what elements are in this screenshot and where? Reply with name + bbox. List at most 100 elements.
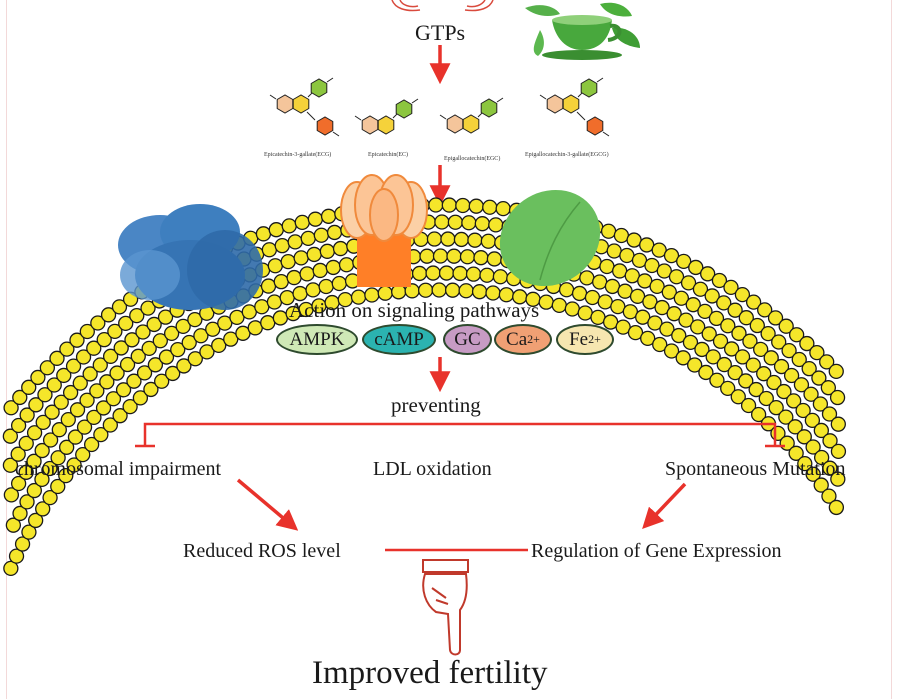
lipid-head	[10, 446, 26, 462]
lipid-head	[113, 340, 129, 356]
lipid-head	[441, 197, 457, 213]
lipid-head	[26, 453, 42, 469]
ring	[361, 115, 379, 135]
lipid-head	[286, 269, 302, 286]
lipid-head	[28, 397, 44, 413]
lipid-head	[326, 224, 343, 241]
lipid-head	[187, 351, 203, 367]
lipid-head	[65, 358, 82, 374]
lipid-head	[21, 524, 37, 540]
lipid-head	[678, 312, 694, 328]
lipid-head	[10, 475, 27, 492]
lipid-head	[300, 230, 316, 247]
lipid-head	[821, 488, 837, 504]
lipid-head	[590, 309, 606, 325]
orange-channel	[340, 174, 428, 287]
lipid-head	[663, 247, 680, 264]
chromosomal-impairment-label: chromosomal impairment	[15, 458, 222, 480]
signaling-title: Action on signaling pathways	[289, 298, 540, 322]
lipid-head	[12, 505, 28, 522]
lipid-head	[690, 319, 706, 335]
lipid-head	[60, 411, 76, 428]
lipid-head	[18, 435, 34, 452]
lipid-head	[749, 317, 765, 334]
lipid-head	[730, 389, 746, 405]
lipid-head	[805, 466, 821, 482]
bond	[269, 94, 277, 100]
lipid-head	[21, 379, 37, 395]
lipid-head	[788, 327, 805, 343]
lipid-head	[805, 439, 821, 455]
ring	[292, 94, 310, 114]
lipid-head	[495, 200, 511, 217]
lipid-head	[440, 231, 456, 247]
bond	[392, 113, 398, 119]
tea-cup-icon	[525, 2, 640, 60]
lipid-head	[434, 214, 450, 230]
lipid-head	[738, 373, 754, 389]
lipid-head	[12, 389, 28, 406]
lipid-head	[274, 238, 290, 254]
lipid-head	[217, 315, 233, 331]
lipid-head	[793, 377, 810, 393]
ring	[276, 94, 294, 114]
lipid-head	[306, 246, 322, 263]
lipid-head	[642, 294, 658, 310]
lipid-head	[688, 259, 704, 276]
lipid-head	[723, 279, 739, 296]
lipid-head	[479, 267, 495, 283]
lipid-head	[612, 263, 628, 279]
lipid-head	[767, 310, 784, 326]
lipid-head	[480, 233, 497, 249]
lipid-head	[486, 251, 503, 267]
lipid-head	[584, 289, 601, 306]
lipid-head	[62, 384, 79, 401]
gene-expression-label: Regulation of Gene Expression	[531, 540, 782, 562]
lipid-head	[708, 310, 725, 327]
lipid-head	[692, 281, 709, 297]
lipid-head	[812, 396, 829, 412]
lipid-head	[745, 294, 762, 310]
lipid-head	[619, 247, 635, 264]
lipid-head	[211, 337, 227, 353]
lipid-head	[577, 305, 593, 321]
lipid-head	[685, 297, 701, 313]
lipid-head	[666, 306, 682, 322]
lipid-head	[79, 392, 95, 408]
bond	[496, 97, 504, 103]
lipid-head	[147, 357, 164, 373]
lipid-head	[158, 349, 175, 365]
lipid-head	[720, 318, 736, 334]
lipid-head	[268, 222, 284, 238]
lipid-head	[56, 367, 72, 384]
lipid-head	[312, 262, 328, 279]
lipid-head	[801, 361, 817, 377]
lipid-head	[756, 366, 772, 382]
lipid-head	[154, 373, 170, 389]
lipid-head	[72, 375, 88, 391]
lipid-head	[682, 334, 699, 350]
lipid-head	[600, 223, 617, 239]
lipid-head	[69, 402, 86, 418]
green-protein	[499, 189, 601, 287]
bond	[411, 98, 419, 104]
lipid-head	[651, 242, 667, 258]
lipid-head	[745, 357, 761, 373]
compound-label-ecg: Epicatechin-3-gallate(ECG)	[264, 152, 332, 158]
lipid-head	[260, 315, 276, 331]
lipid-head	[538, 294, 554, 310]
lipid-head	[130, 348, 146, 364]
lipid-head	[709, 372, 725, 388]
lipid-head	[473, 250, 489, 266]
gtps-label: GTPs	[415, 20, 466, 45]
lipid-head	[676, 253, 692, 270]
lipid-head	[75, 349, 92, 365]
lipid-head	[431, 282, 447, 298]
lipid-head	[58, 439, 75, 455]
lipid-head	[604, 278, 621, 295]
lipid-head	[39, 360, 55, 376]
lipid-head	[163, 325, 180, 342]
lipid-head	[768, 400, 784, 416]
lipid-head	[99, 374, 115, 390]
